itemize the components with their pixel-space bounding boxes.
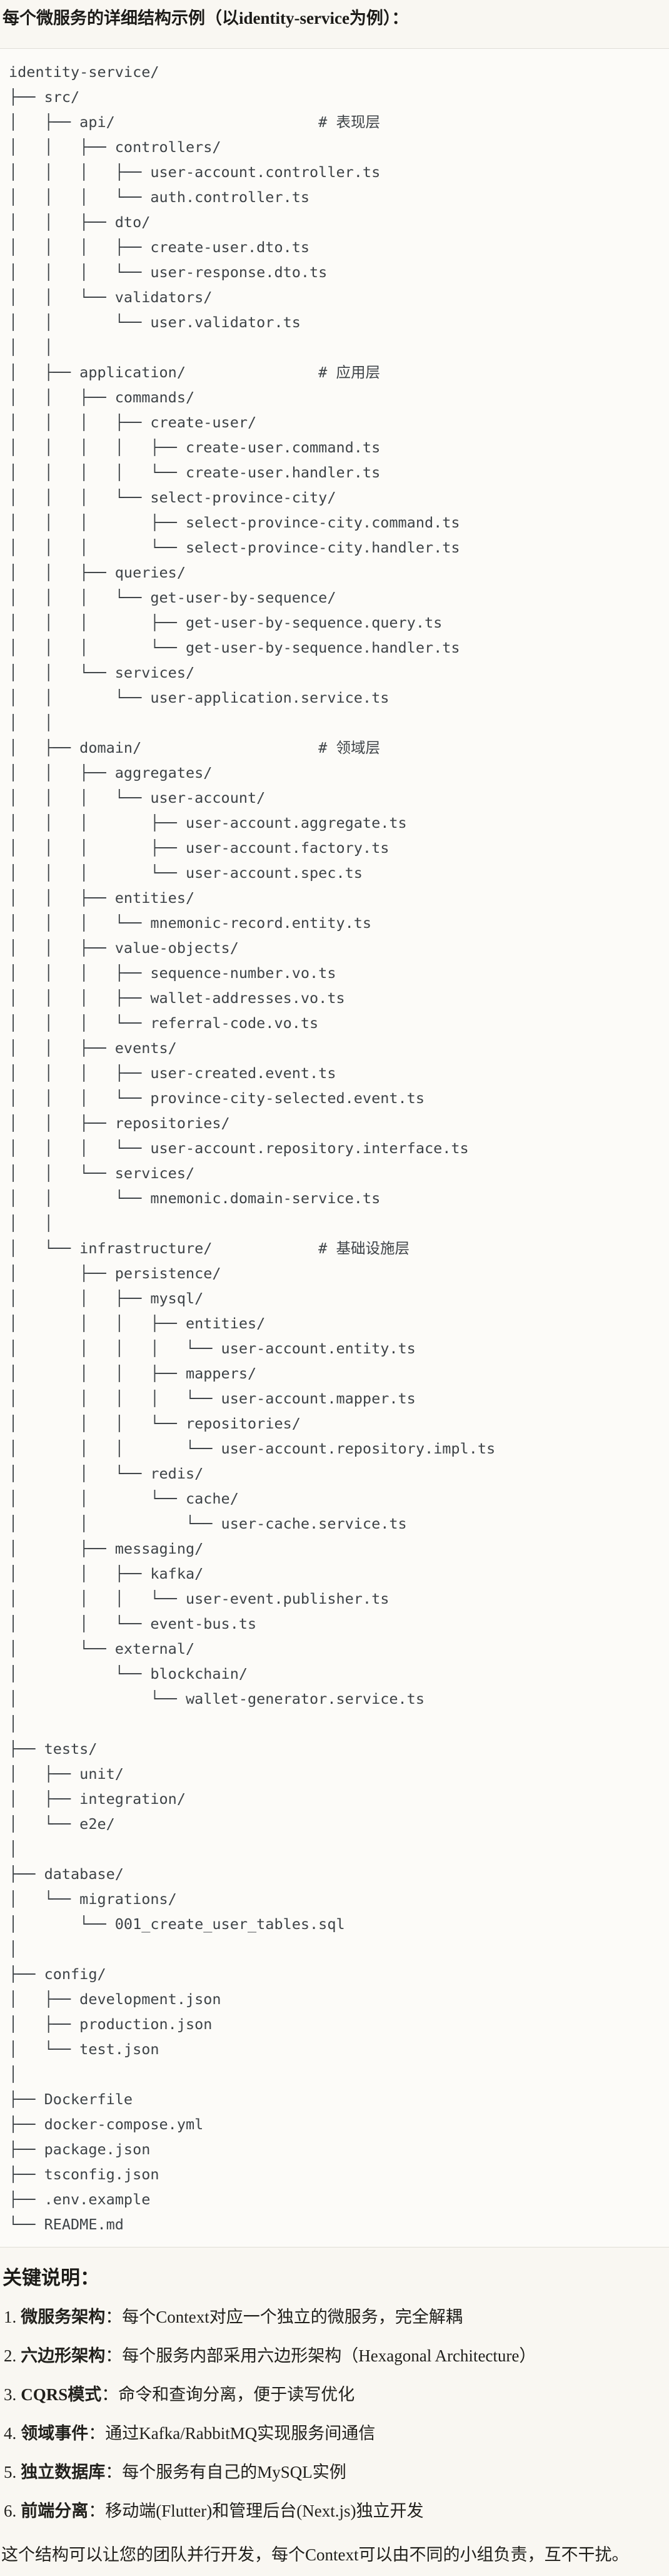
notes-list: 1.微服务架构：每个Context对应一个独立的微服务，完全解耦 2.六边形架构… (0, 2307, 669, 2521)
item-number: 4. (4, 2424, 17, 2443)
item-colon: ： (88, 2502, 106, 2520)
item-desc: 每个Context对应一个独立的微服务，完全解耦 (122, 2308, 463, 2326)
closing-paragraph: 这个结构可以让您的团队并行开发，每个Context可以由不同的小组负责，互不干扰… (1, 2545, 629, 2564)
item-colon: ： (101, 2385, 119, 2404)
item-number: 6. (4, 2502, 17, 2520)
list-item: 2.六边形架构：每个服务内部采用六边形架构（Hexagonal Architec… (0, 2346, 669, 2366)
item-term: 微服务架构 (21, 2308, 106, 2326)
item-term: 独立数据库 (21, 2463, 106, 2482)
item-colon: ： (105, 2463, 123, 2482)
list-item: 5.独立数据库：每个服务有自己的MySQL实例 (0, 2462, 669, 2482)
list-item: 3.CQRS模式：命令和查询分离，便于读写优化 (0, 2385, 669, 2405)
item-term: 领域事件 (21, 2424, 89, 2443)
list-item: 1.微服务架构：每个Context对应一个独立的微服务，完全解耦 (0, 2307, 669, 2327)
item-desc: 命令和查询分离，便于读写优化 (118, 2385, 355, 2404)
item-desc: 移动端(Flutter)和管理后台(Next.js)独立开发 (105, 2502, 424, 2520)
list-item: 6.前端分离：移动端(Flutter)和管理后台(Next.js)独立开发 (0, 2501, 669, 2521)
item-number: 2. (4, 2346, 17, 2365)
code-block: identity-service/ ├── src/ │ ├── api/ # … (0, 48, 669, 2248)
page-title: 每个微服务的详细结构示例（以identity-service为例）： (3, 9, 409, 28)
notes-heading: 关键说明： (3, 2267, 99, 2289)
item-number: 1. (4, 2308, 17, 2326)
item-desc: 每个服务有自己的MySQL实例 (122, 2463, 346, 2482)
list-item: 4.领域事件：通过Kafka/RabbitMQ实现服务间通信 (0, 2423, 669, 2443)
directory-tree: identity-service/ ├── src/ │ ├── api/ # … (9, 63, 496, 2233)
item-colon: ： (105, 2346, 123, 2365)
item-colon: ： (105, 2308, 123, 2326)
item-term: 前端分离 (21, 2502, 89, 2520)
item-term: CQRS模式 (21, 2385, 102, 2404)
item-colon: ： (88, 2424, 106, 2443)
item-desc: 每个服务内部采用六边形架构（Hexagonal Architecture） (122, 2346, 536, 2365)
item-desc: 通过Kafka/RabbitMQ实现服务间通信 (105, 2424, 376, 2443)
item-number: 3. (4, 2385, 17, 2404)
item-term: 六边形架构 (21, 2346, 106, 2365)
item-number: 5. (4, 2463, 17, 2482)
